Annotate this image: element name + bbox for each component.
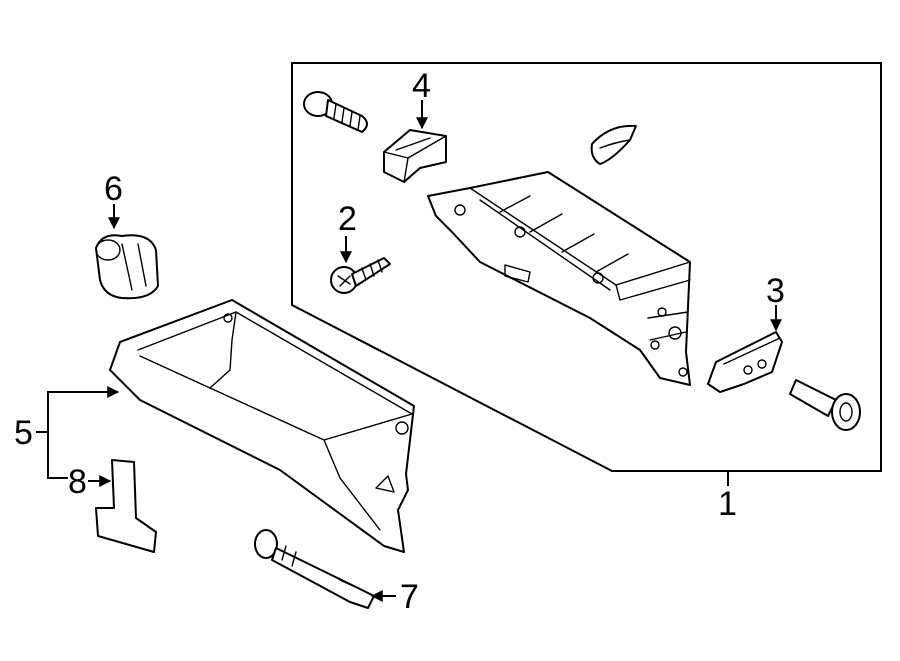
- assembly-frame: [291, 62, 882, 472]
- bracket-3: [707, 331, 783, 393]
- callout-8: 8: [68, 463, 87, 501]
- callout-3: 3: [766, 272, 785, 310]
- glove-box-door: [109, 299, 415, 553]
- callout-1: 1: [718, 485, 737, 523]
- callout-2: 2: [338, 200, 357, 238]
- pin-7: [254, 529, 375, 609]
- screw-2: [330, 257, 391, 294]
- clip-4: [383, 129, 447, 183]
- bolt-lower-right: [789, 379, 861, 431]
- callout-7: 7: [400, 578, 419, 616]
- leader-5-lower: [47, 432, 68, 479]
- bolt-flange: [303, 91, 368, 133]
- callout-6: 6: [104, 170, 123, 208]
- glove-box-housing: [427, 171, 691, 386]
- callout-4: 4: [412, 67, 431, 105]
- pad-8: [95, 459, 157, 553]
- leader-5: [36, 386, 120, 433]
- callout-5: 5: [14, 414, 33, 452]
- bumper: [590, 124, 637, 165]
- knob-6: [95, 234, 159, 300]
